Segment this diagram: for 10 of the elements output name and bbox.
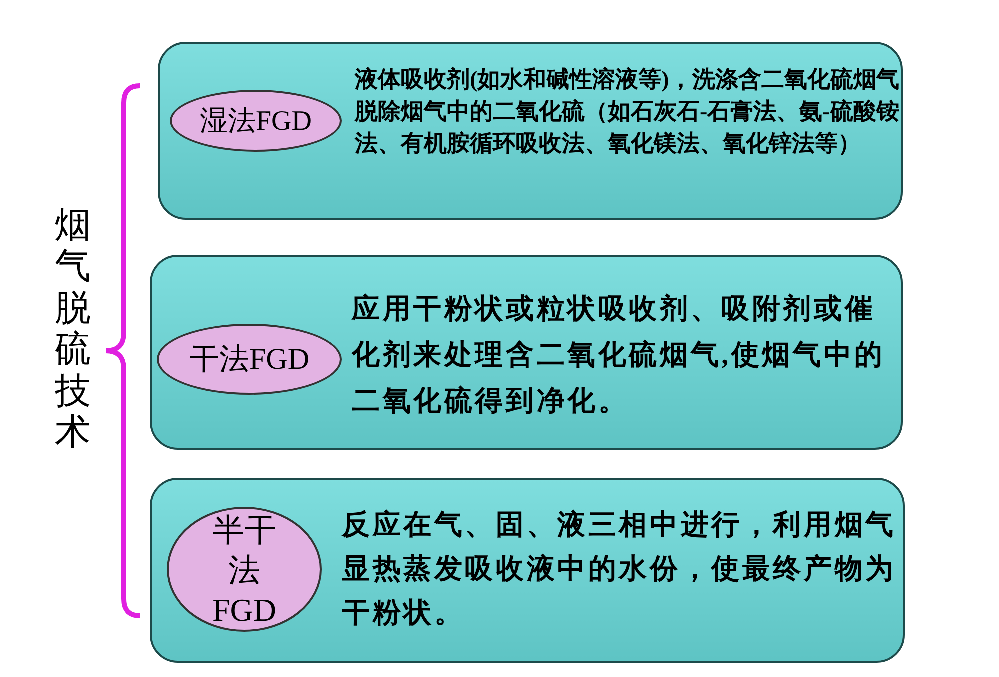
- rounded-box: [158, 42, 903, 220]
- vertical-title: 烟气脱硫技术: [55, 205, 91, 454]
- description-text: 液体吸收剂(如水和碱性溶液等)，洗涤含二氧化硫烟气脱除烟气中的二氧化硫（如石灰石-石膏法、氨-硫酸铵法、有机胺循环吸收法、氧化镁法、氧化锌法等）: [355, 66, 900, 158]
- rounded-box: [150, 478, 905, 663]
- method-ellipse: 干法FGD: [157, 324, 342, 395]
- method-ellipse: 半干法FGD: [167, 507, 322, 632]
- description-text: 反应在气、固、液三相中进行，利用烟气显热蒸发吸收液中的水份，使最终产物为干粉状。: [342, 508, 897, 631]
- method-ellipse: 湿法FGD: [170, 90, 342, 152]
- rounded-box: [150, 255, 903, 450]
- description-text: 应用干粉状或粒状吸收剂、吸附剂或催化剂来处理含二氧化硫烟气,使烟气中的二氧化硫得到净化。: [352, 292, 886, 419]
